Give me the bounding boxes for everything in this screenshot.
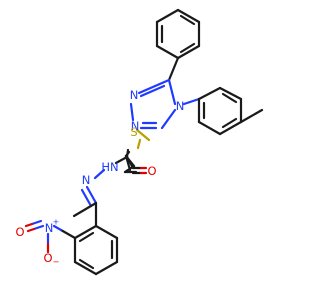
phenyl-ring	[155, 8, 201, 60]
bond-to-nitro	[52, 224, 63, 232]
bond-inner	[221, 92, 238, 104]
bond	[167, 56, 180, 82]
bond-inner	[80, 188, 93, 208]
atom-s-label: S	[130, 125, 137, 139]
tolyl-ring	[182, 86, 264, 136]
bond-inner	[78, 231, 95, 243]
nitro-o-double-bond-inner	[30, 219, 43, 226]
atom-carbonyl-o-label: O	[147, 164, 156, 178]
molecule-structure-diagram: N N N S O HN N N + O O −	[15, 8, 264, 276]
nitro-n-charge: +	[53, 218, 60, 227]
bond	[176, 8, 201, 24]
bond	[136, 138, 142, 150]
methyl-bond	[72, 201, 98, 218]
bond	[197, 86, 222, 101]
bond-inner	[78, 258, 95, 270]
bond	[176, 44, 201, 60]
atom-nitro-n-label: N	[45, 221, 54, 235]
bond	[125, 155, 135, 170]
bond-inner	[139, 84, 166, 98]
atom-nh-label: HN	[101, 160, 118, 174]
bond	[94, 260, 119, 276]
bond	[155, 8, 180, 24]
nitro-o-double-bond	[26, 227, 36, 233]
atom-n4-label: N	[176, 99, 185, 113]
bond	[155, 44, 180, 60]
atom-n2-label: N	[131, 119, 140, 133]
bond	[114, 155, 129, 165]
bond	[218, 120, 243, 136]
bond	[94, 224, 119, 240]
bond	[167, 78, 177, 106]
atom-nitro-o-double-label: O	[15, 225, 24, 239]
atom-hydrazone-n-label: N	[82, 173, 91, 187]
bond	[125, 148, 130, 159]
bond	[137, 78, 171, 95]
bond	[135, 128, 151, 142]
bond-inner	[179, 42, 196, 54]
bond	[218, 86, 243, 101]
bond	[129, 102, 135, 122]
atom-nitro-o-single-label: O	[43, 251, 52, 265]
methyl-bond	[239, 108, 264, 124]
bond	[73, 224, 98, 240]
bond	[182, 97, 201, 106]
atom-labels: N N N S O HN N N + O O −	[15, 88, 184, 267]
nitro-o-charge: −	[53, 258, 60, 267]
bond	[73, 260, 98, 276]
bond-inner	[221, 117, 238, 129]
bond	[93, 168, 106, 180]
nitro-o-double-bond	[32, 224, 45, 231]
nitro-o-double-bond-inner	[24, 222, 34, 228]
triazole-ring	[129, 78, 177, 130]
bond	[160, 108, 177, 130]
bond	[85, 185, 98, 205]
nitrophenyl-ring	[73, 224, 119, 276]
atom-n1-label: N	[130, 88, 139, 102]
bond-inner	[179, 14, 196, 26]
bond-to-nitro	[59, 228, 77, 240]
bond	[197, 120, 222, 136]
